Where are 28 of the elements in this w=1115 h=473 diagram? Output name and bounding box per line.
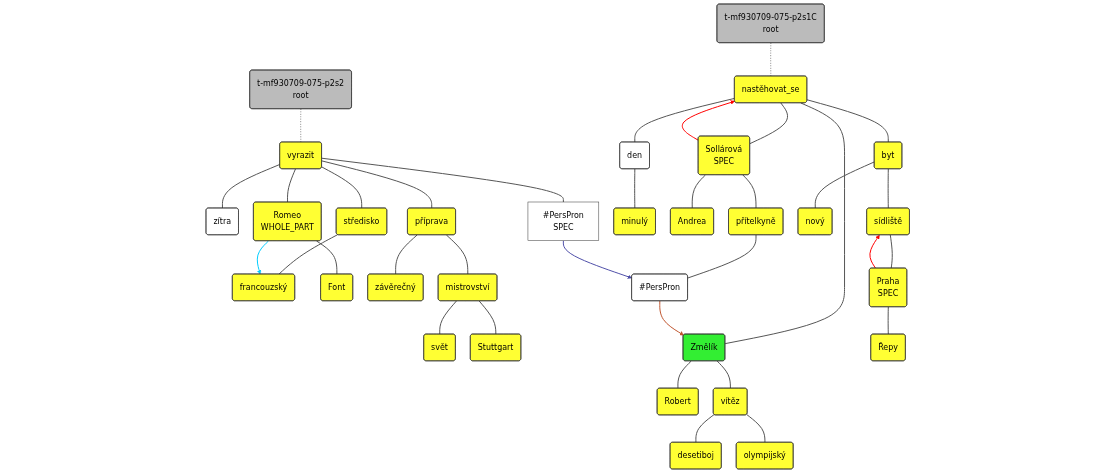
connector <box>315 240 338 275</box>
connector <box>221 163 281 209</box>
connector <box>695 413 715 443</box>
connector <box>633 168 636 209</box>
connector <box>749 102 788 145</box>
connector <box>887 306 889 335</box>
connector <box>439 300 457 335</box>
connector <box>716 360 731 389</box>
connector <box>769 42 772 77</box>
connector <box>677 360 692 389</box>
connector <box>745 413 766 443</box>
connector <box>321 160 433 209</box>
connector <box>321 157 564 203</box>
connector <box>814 161 875 209</box>
connector <box>742 174 757 209</box>
connector <box>286 168 296 203</box>
connector <box>724 102 845 345</box>
connector <box>889 234 893 269</box>
connector <box>445 234 469 275</box>
connector <box>299 108 302 143</box>
connector <box>321 166 362 209</box>
connector <box>278 234 338 275</box>
connector <box>806 99 889 143</box>
connector <box>478 300 497 335</box>
connector <box>394 234 418 275</box>
connector <box>687 234 757 279</box>
connector <box>887 168 889 209</box>
connector <box>691 174 706 209</box>
